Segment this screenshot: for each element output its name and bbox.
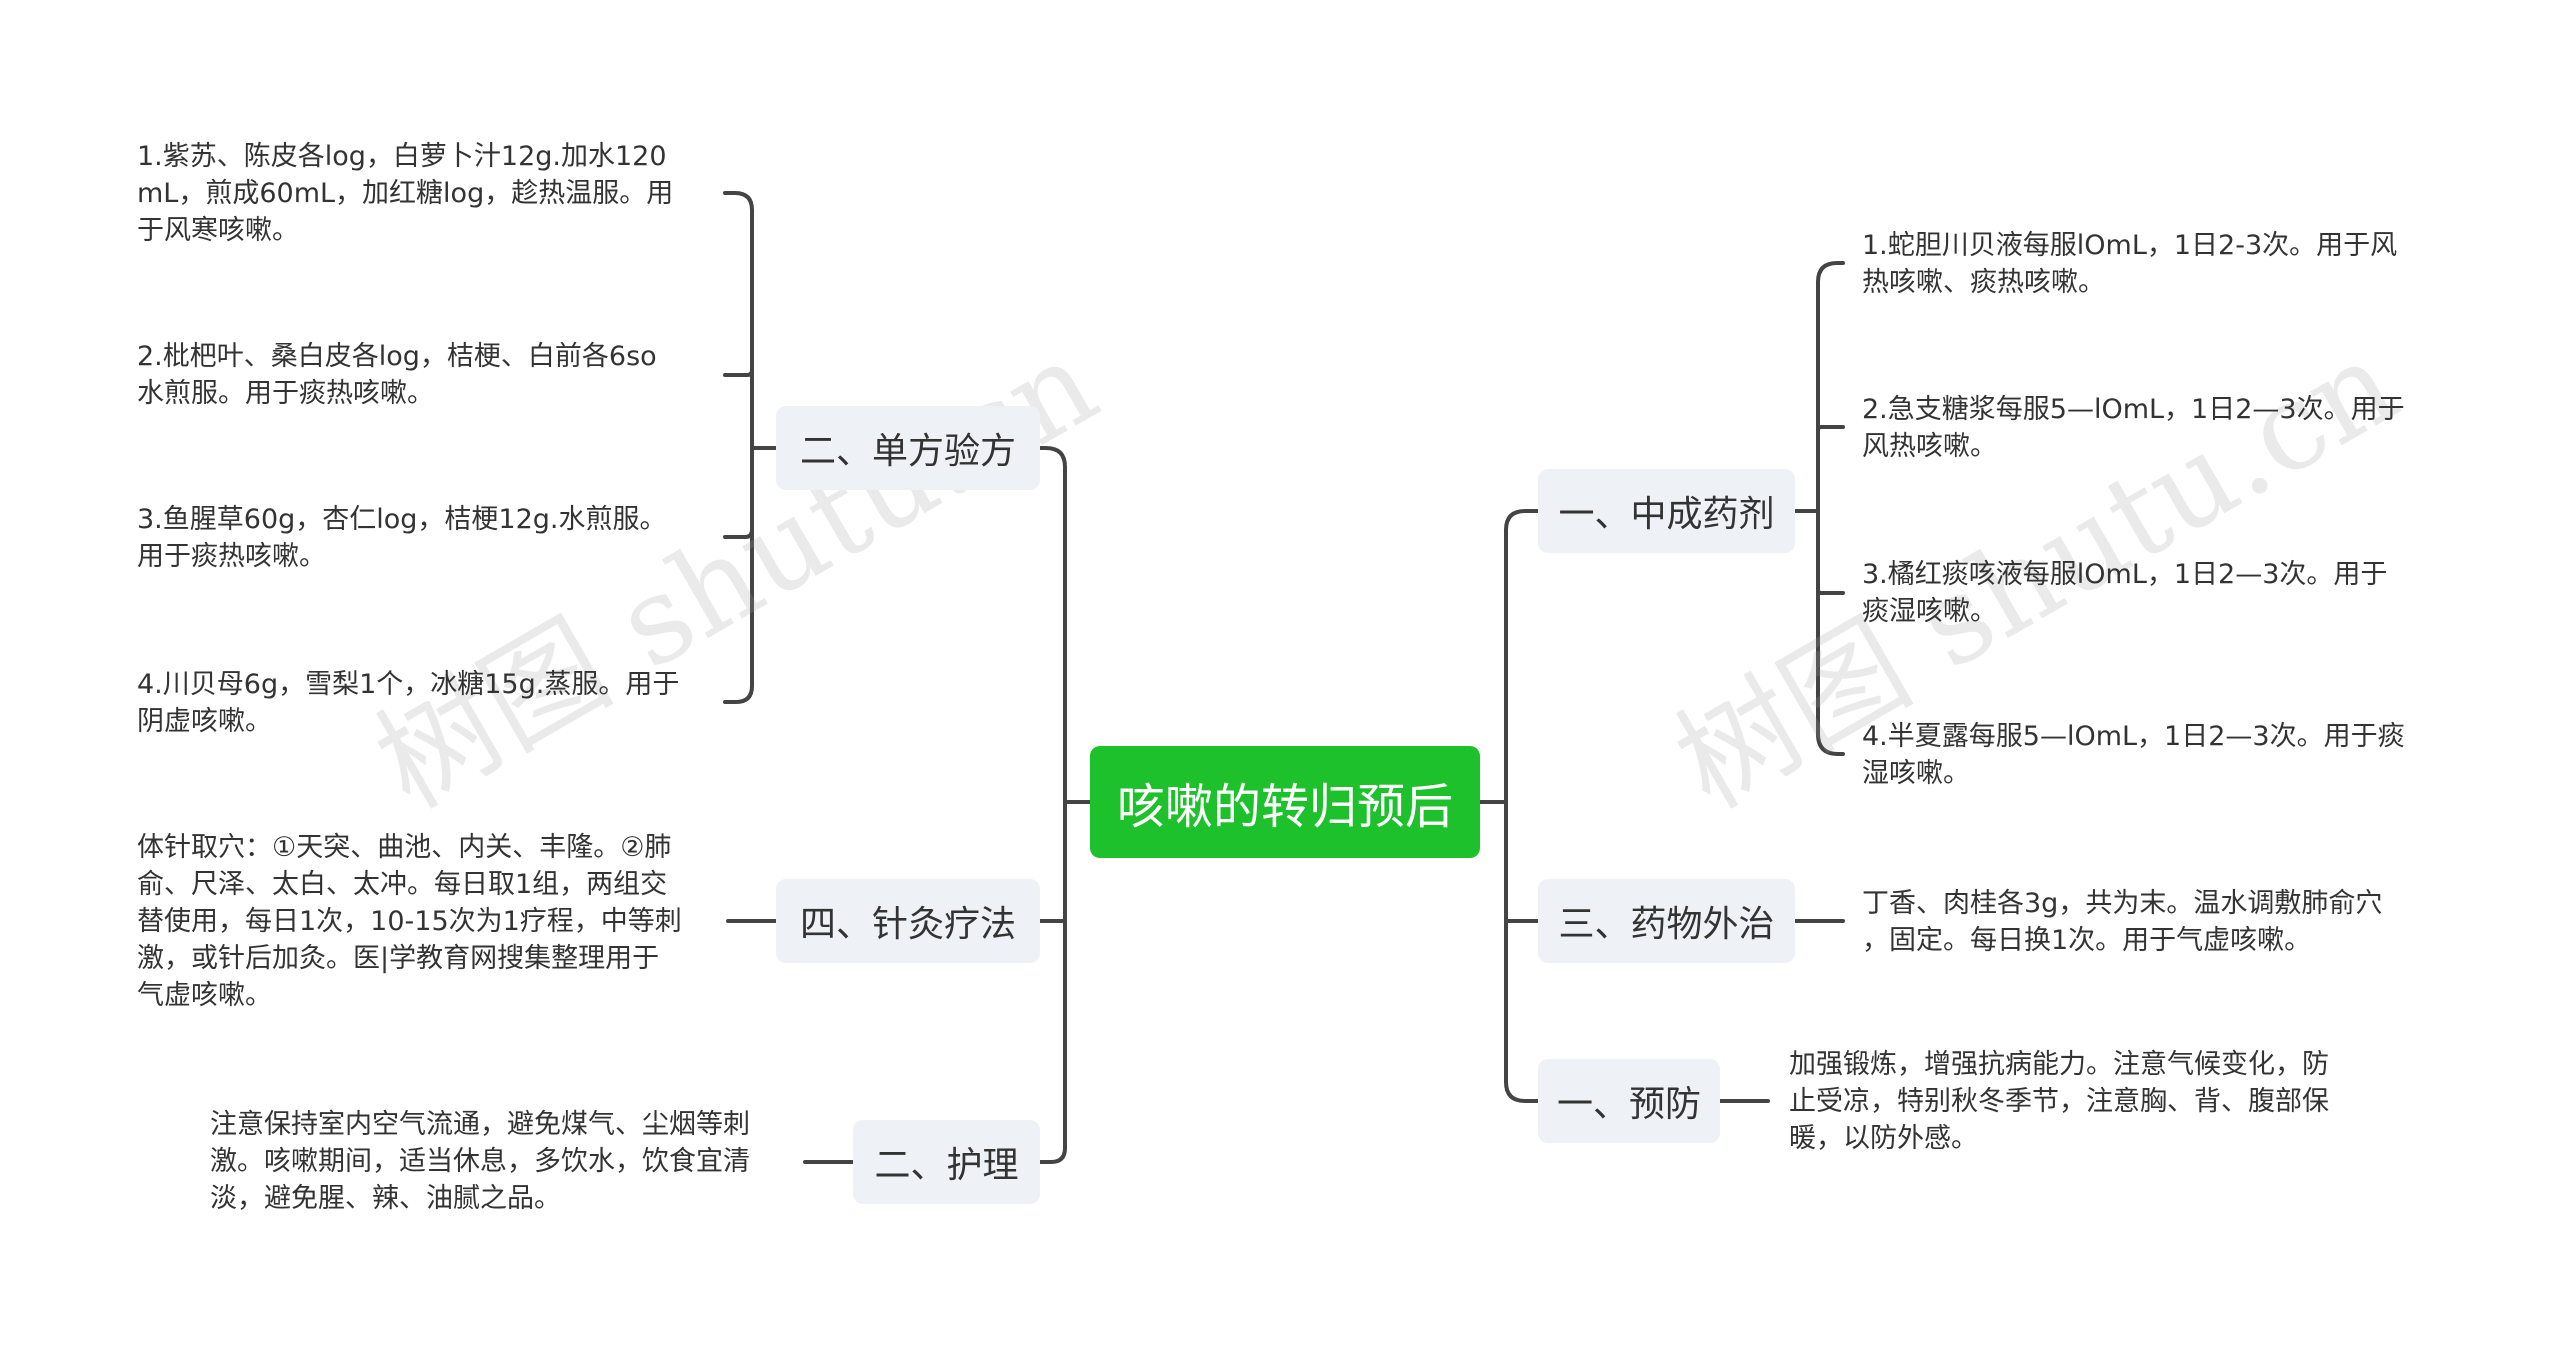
- connector-branch4-leaf4: [1816, 732, 1845, 756]
- leaf-single-prescription-4[interactable]: 4.川贝母6g，雪梨1个，冰糖15g.蒸服。用于 阴虚咳嗽。: [137, 669, 680, 737]
- connector-root-branch-1: [1038, 446, 1067, 469]
- connector-branch1-leaf2: [723, 368, 754, 377]
- connector-branch4-leaf1: [1816, 261, 1845, 284]
- leaf-patent-medicine-1[interactable]: 1.蛇胆川贝液每服lOmL，1日2-3次。用于风 热咳嗽、痰热咳嗽。: [1862, 230, 2398, 298]
- connector-root-branch-6: [1504, 1080, 1540, 1103]
- branch-nursing[interactable]: 二、护理: [853, 1120, 1040, 1204]
- leaf-patent-medicine-4[interactable]: 4.半夏露每服5—lOmL，1日2—3次。用于痰 湿咳嗽。: [1862, 721, 2405, 789]
- connector-root-branch-3: [1038, 1146, 1067, 1164]
- connector-branch4-leaf2: [1816, 425, 1845, 432]
- connector-branch4-leaf3: [1816, 588, 1845, 595]
- leaf-prevention[interactable]: 加强锻炼，增强抗病能力。注意气候变化，防 止受凉，特别秋冬季节，注意胸、背、腹部…: [1789, 1049, 2329, 1154]
- root-node[interactable]: 咳嗽的转归预后: [1090, 746, 1480, 858]
- branch-acupuncture[interactable]: 四、针灸疗法: [776, 879, 1040, 963]
- leaf-patent-medicine-2[interactable]: 2.急支糖浆每服5—lOmL，1日2—3次。用于 风热咳嗽。: [1862, 394, 2405, 462]
- leaf-patent-medicine-3[interactable]: 3.橘红痰咳液每服lOmL，1日2—3次。用于 痰湿咳嗽。: [1862, 559, 2388, 627]
- branch-single-prescriptions[interactable]: 二、单方验方: [776, 406, 1040, 490]
- branch-prevention[interactable]: 一、预防: [1538, 1059, 1720, 1143]
- connector-root-branch-4: [1504, 509, 1540, 532]
- connector-branch1-leaf3: [723, 528, 754, 539]
- branch-patent-medicine[interactable]: 一、中成药剂: [1538, 469, 1795, 553]
- leaf-acupuncture[interactable]: 体针取穴：①天突、曲池、内关、丰隆。②肺 俞、尺泽、太白、太冲。每日取1组，两组…: [137, 832, 682, 1011]
- leaf-external-treatment[interactable]: 丁香、肉桂各3g，共为末。温水调敷肺俞穴 ，固定。每日换1次。用于气虚咳嗽。: [1862, 888, 2383, 956]
- leaf-single-prescription-2[interactable]: 2.枇杷叶、桑白皮各log，桔梗、白前各6so 水煎服。用于痰热咳嗽。: [137, 341, 657, 409]
- leaf-nursing[interactable]: 注意保持室内空气流通，避免煤气、尘烟等刺 激。咳嗽期间，适当休息，多饮水，饮食宜…: [210, 1109, 750, 1214]
- branch-external-treatment[interactable]: 三、药物外治: [1538, 879, 1795, 963]
- connector-branch1-leaf1: [723, 191, 754, 212]
- leaf-single-prescription-1[interactable]: 1.紫苏、陈皮各log，白萝卜汁12g.加水120 mL，煎成60mL，加红糖l…: [137, 141, 674, 246]
- leaf-single-prescription-3[interactable]: 3.鱼腥草60g，杏仁log，桔梗12g.水煎服。 用于痰热咳嗽。: [137, 504, 667, 572]
- connector-branch1-leaf4: [723, 684, 754, 704]
